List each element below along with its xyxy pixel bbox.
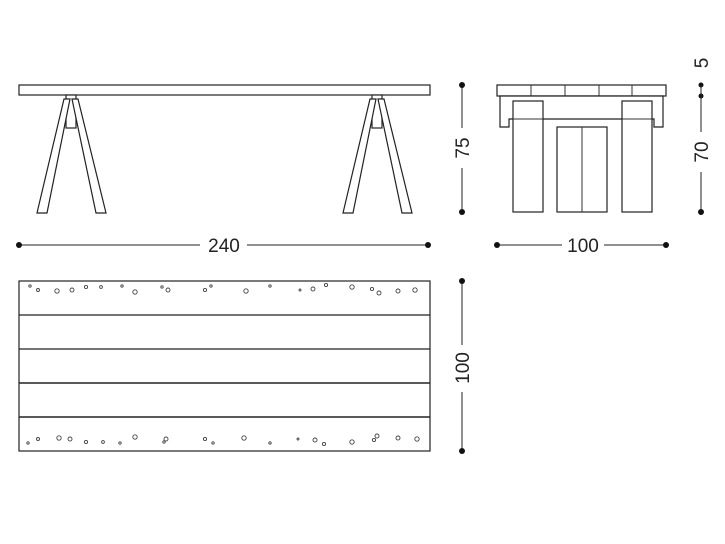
plan-hole <box>36 437 40 441</box>
plan-hole <box>412 287 418 293</box>
plan-hole <box>310 286 316 292</box>
plan-hole <box>376 290 382 296</box>
front-height-dimension: 75 <box>453 82 474 215</box>
plan-hole <box>298 288 302 292</box>
plan-depth-dimension: 100 <box>453 278 474 454</box>
plan-hole <box>83 439 89 445</box>
side-view <box>496 84 667 213</box>
plan-hole <box>99 285 103 289</box>
front-length-label: 240 <box>208 236 240 257</box>
plan-hole <box>163 436 169 442</box>
side-tabletop <box>496 84 667 97</box>
plan-hole <box>165 287 171 293</box>
plan-hole <box>36 288 40 292</box>
front-tabletop <box>18 84 431 96</box>
plan-hole <box>209 284 213 288</box>
plan-depth-label: 100 <box>453 352 474 384</box>
plan-hole <box>312 437 318 443</box>
plan-hole <box>101 440 105 444</box>
plan-hole <box>132 289 138 295</box>
plan-hole <box>69 287 75 293</box>
plan-outline <box>18 280 431 452</box>
side-leg-left <box>512 100 544 213</box>
side-depth-label: 100 <box>567 236 599 257</box>
front-length-dimension: 240 <box>16 236 431 257</box>
front-view <box>18 84 431 214</box>
front-right-leg-b <box>377 98 413 214</box>
plan-hole <box>118 441 122 445</box>
side-thickness-dimension: 5 <box>692 58 713 99</box>
side-thickness-label: 5 <box>692 58 713 69</box>
plan-hole <box>395 288 401 294</box>
plan-hole <box>321 441 327 447</box>
front-left-trestle <box>36 94 107 214</box>
plan-hole <box>414 436 420 442</box>
side-leg-right <box>621 100 653 213</box>
plan-hole <box>268 284 272 288</box>
plan-hole <box>296 437 300 441</box>
front-left-leg-a <box>36 98 71 214</box>
plan-hole <box>56 435 62 441</box>
side-leg-height-dimension: 70 <box>692 96 713 215</box>
side-depth-dimension: 100 <box>494 236 669 257</box>
plan-hole <box>241 435 247 441</box>
plan-hole <box>323 282 329 288</box>
plan-hole <box>132 434 138 440</box>
plan-hole <box>349 284 355 290</box>
plan-holes-bottom <box>26 433 420 447</box>
plan-hole <box>395 435 401 441</box>
plan-hole <box>243 288 249 294</box>
side-leg-height-label: 70 <box>692 141 713 162</box>
plan-hole <box>120 284 124 288</box>
plan-hole <box>211 441 215 445</box>
plan-hole <box>162 440 166 444</box>
plan-hole <box>160 285 164 289</box>
plan-hole <box>268 441 272 445</box>
plan-hole <box>202 287 208 293</box>
plan-hole <box>54 288 60 294</box>
front-left-leg-b <box>71 98 107 214</box>
front-height-label: 75 <box>453 137 474 158</box>
plan-hole <box>374 433 380 439</box>
front-right-trestle <box>342 94 413 214</box>
plan-hole <box>202 436 208 442</box>
plan-hole <box>28 284 32 288</box>
plan-holes-top <box>28 282 418 296</box>
plan-hole <box>67 436 73 442</box>
plan-hole <box>83 284 89 290</box>
front-right-leg-a <box>342 98 377 214</box>
plan-hole <box>349 439 355 445</box>
plan-hole <box>369 286 375 292</box>
plan-hole <box>26 441 30 445</box>
plan-view <box>18 280 431 452</box>
plan-hole <box>371 437 377 443</box>
